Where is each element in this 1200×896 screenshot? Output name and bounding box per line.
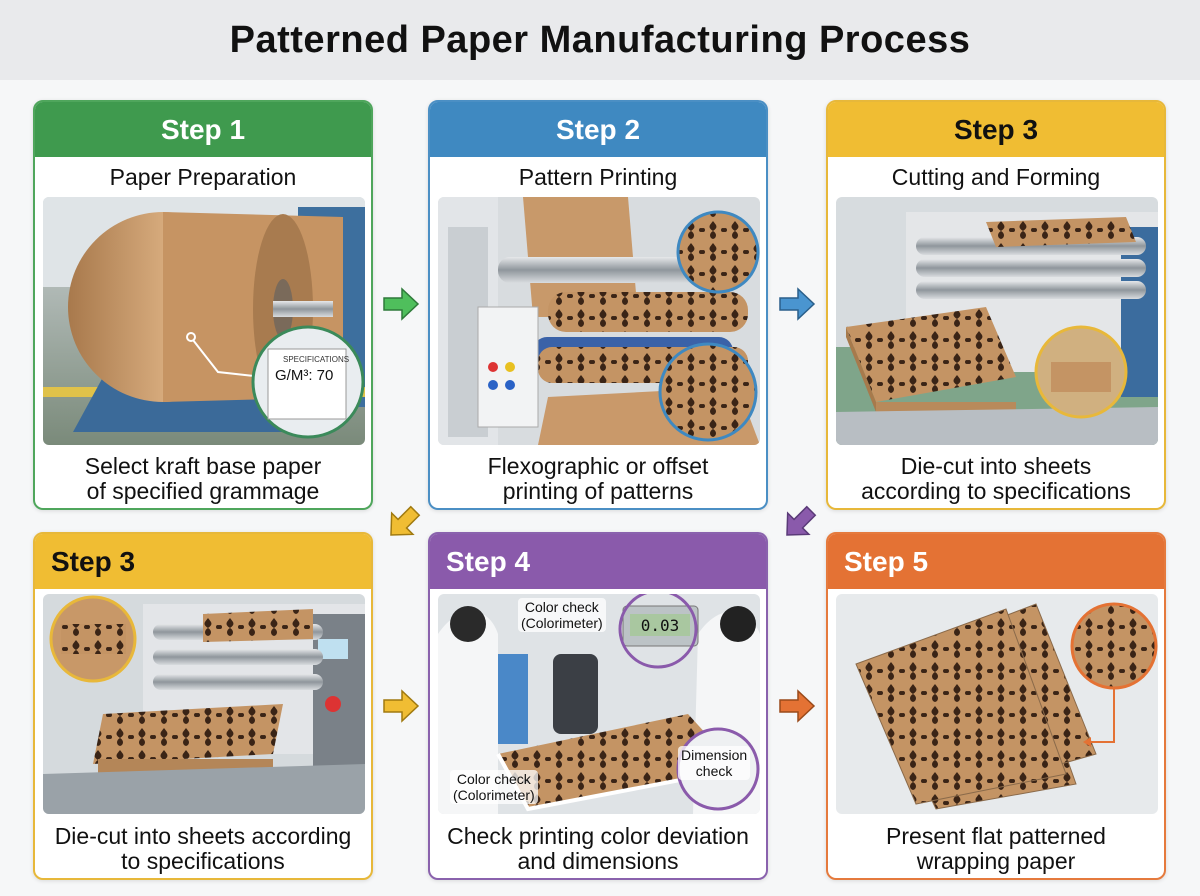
step-caption: Check printing color deviation and dimen… <box>430 824 766 874</box>
caption-line-1: Die-cut into sheets according <box>54 823 352 849</box>
step-header: Step 3 <box>35 534 371 589</box>
step-heading: Paper Preparation <box>109 163 297 190</box>
step-card-6: Step 5 Present flat patterned wrapping p… <box>826 532 1166 880</box>
caption-line-1: Present flat patterned <box>886 823 1106 849</box>
step-caption: Select kraft base paper of specified gra… <box>35 454 371 504</box>
step-card-2: Step 2 Pattern Printing Flexographic or … <box>428 100 768 510</box>
meter-readout: 0.03 <box>640 616 680 635</box>
cutting-stack-photo <box>43 594 365 814</box>
paper-roll-photo: SPECIFICATIONS G/M³: 70 <box>43 197 365 445</box>
title-banner: Patterned Paper Manufacturing Process <box>0 0 1200 80</box>
dimension-check-label: Dimension check <box>678 746 751 780</box>
step-header: Step 1 <box>35 102 371 157</box>
caption-line-2: wrapping paper <box>916 848 1076 874</box>
caption-line-2: and dimensions <box>517 848 679 874</box>
step-card-4: Step 3 Die-cut into sheets according to … <box>33 532 373 880</box>
arrow-right-icon <box>776 283 818 325</box>
step-header: Step 5 <box>828 534 1164 589</box>
colorimeter-label-top: Color check (Colorimeter) <box>518 598 606 632</box>
finished-paper-photo <box>836 594 1158 814</box>
step-caption: Die-cut into sheets according to specifi… <box>35 824 371 874</box>
caption-line-2: of specified grammage <box>86 478 320 504</box>
arrow-right-icon <box>380 283 422 325</box>
arrow-right-icon <box>380 685 422 727</box>
quality-check-photo: 0.03 Color check (Colorimeter) Color che… <box>438 594 760 814</box>
page-title: Patterned Paper Manufacturing Process <box>229 18 971 61</box>
step-header: Step 3 <box>828 102 1164 157</box>
arrow-down-left-icon <box>382 502 424 544</box>
step-caption: Flexographic or offset printing of patte… <box>430 454 766 504</box>
step-caption: Die-cut into sheets according to specifi… <box>828 454 1164 504</box>
step-card-1: Step 1 Paper Preparation SPECIFICATIONS … <box>33 100 373 510</box>
step-header: Step 4 <box>430 534 766 589</box>
caption-line-1: Flexographic or offset <box>487 453 709 479</box>
arrow-down-left-icon <box>778 502 820 544</box>
cutting-machine-photo <box>836 197 1158 445</box>
step-caption: Present flat patterned wrapping paper <box>828 824 1164 874</box>
step-heading: Pattern Printing <box>518 163 678 190</box>
spec-label-value: G/M³: 70 <box>275 367 334 384</box>
caption-line-1: Select kraft base paper <box>84 453 322 479</box>
colorimeter-label-bottom: Color check (Colorimeter) <box>450 770 538 804</box>
caption-line-1: Check printing color deviation <box>447 823 749 849</box>
caption-line-2: printing of patterns <box>502 478 694 504</box>
caption-line-1: Die-cut into sheets <box>900 453 1092 479</box>
spec-label-title: SPECIFICATIONS <box>283 355 350 364</box>
caption-line-2: to specifications <box>121 848 285 874</box>
step-card-3: Step 3 Cutting and Forming Die-cut into … <box>826 100 1166 510</box>
step-header: Step 2 <box>430 102 766 157</box>
step-heading: Cutting and Forming <box>891 163 1101 190</box>
printing-press-photo <box>438 197 760 445</box>
caption-line-2: according to specifications <box>861 478 1131 504</box>
arrow-right-icon <box>776 685 818 727</box>
step-card-5: Step 4 0.03 Color check (Colorimeter) Co… <box>428 532 768 880</box>
